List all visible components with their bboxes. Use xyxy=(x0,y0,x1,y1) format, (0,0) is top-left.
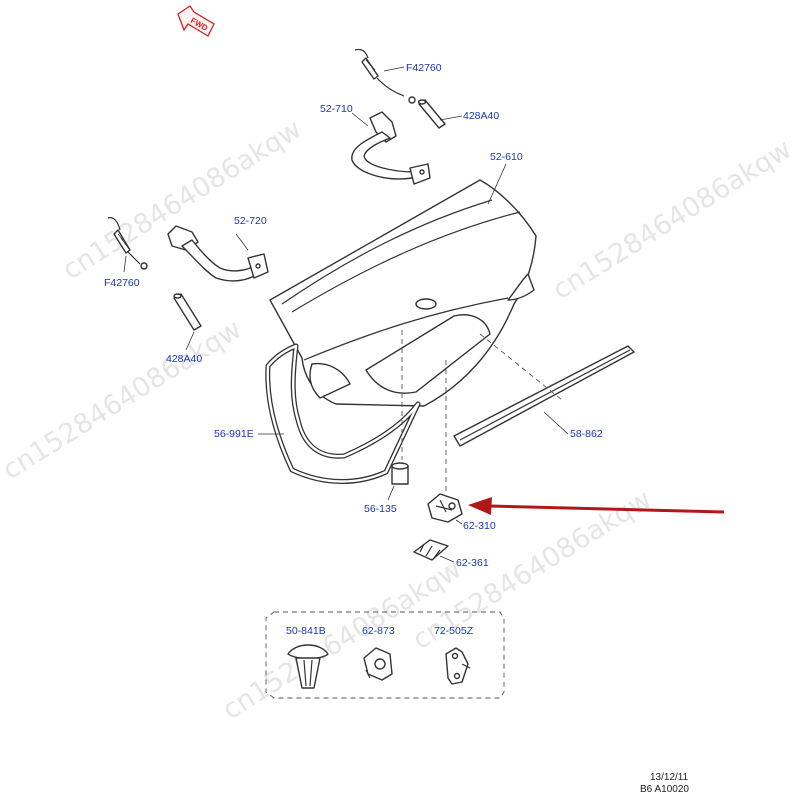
watermark-5: cn1528464086akqw xyxy=(547,134,797,306)
cable-top xyxy=(354,48,416,104)
watermark-1: cn1528464086akqw xyxy=(57,114,307,286)
moulding xyxy=(453,345,635,447)
pointer-arrow xyxy=(468,497,725,515)
label-clip-a: 50-841B xyxy=(286,625,326,637)
trunk-lid xyxy=(269,163,537,407)
label-trunk-lid: 52-610 xyxy=(490,151,523,163)
sleeve-left xyxy=(173,293,202,351)
label-cable-left: F42760 xyxy=(104,277,140,289)
latch xyxy=(427,493,463,525)
label-cable-top: F42760 xyxy=(406,62,442,74)
label-latch: 62-310 xyxy=(463,520,496,532)
footer-code: B6 A10020 xyxy=(640,784,689,795)
fwd-arrow: FWD xyxy=(177,5,215,37)
clip-c xyxy=(445,647,471,685)
label-sleeve-top: 428A40 xyxy=(463,110,499,122)
label-clip-c: 72-505Z xyxy=(434,625,474,637)
bumper xyxy=(387,462,409,501)
guide-lines xyxy=(401,330,563,492)
watermark-2: cn1528464086akqw xyxy=(0,314,247,486)
label-moulding: 58-862 xyxy=(570,428,603,440)
label-clip-b: 62-873 xyxy=(362,625,395,637)
sleeve-top xyxy=(417,99,463,129)
label-hinge-right: 52-710 xyxy=(320,103,353,115)
label-striker: 62-361 xyxy=(456,557,489,569)
label-hinge-left: 52-720 xyxy=(234,215,267,227)
label-weatherstrip: 56-991E xyxy=(214,428,254,440)
hinge-left xyxy=(167,225,269,282)
hinge-right xyxy=(351,111,431,185)
footer-date: 13/12/11 xyxy=(650,772,689,783)
label-sleeve-left: 428A40 xyxy=(166,353,202,365)
watermark-layer: cn1528464086akqw cn1528464086akqw cn1528… xyxy=(0,114,797,726)
cable-left xyxy=(107,217,148,273)
label-bumper: 56-135 xyxy=(364,503,397,515)
clip-b xyxy=(363,647,393,681)
clip-a xyxy=(287,644,329,689)
hardware-box xyxy=(265,611,505,699)
weatherstrip xyxy=(258,343,421,484)
striker xyxy=(413,539,455,563)
